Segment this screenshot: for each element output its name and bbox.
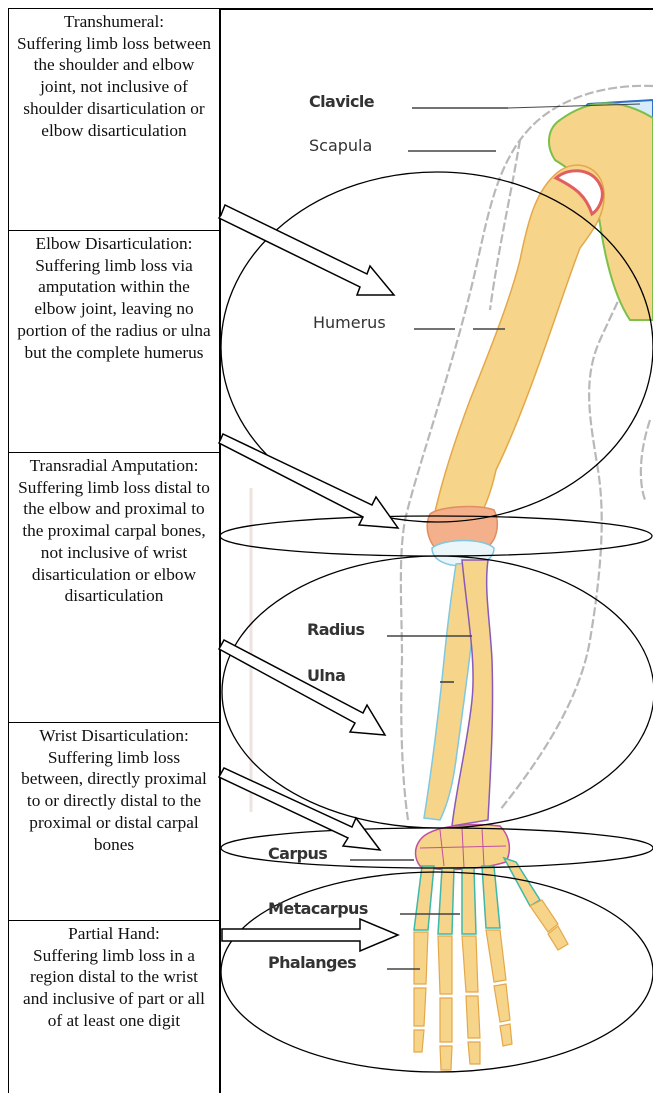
humerus-bone: [434, 165, 604, 516]
label-scapula: Scapula: [309, 136, 372, 155]
label-metacarpus: Metacarpus: [268, 899, 368, 918]
label-clavicle: Clavicle: [309, 92, 374, 111]
arrow-transradial: [219, 640, 385, 735]
label-ulna: Ulna: [307, 666, 345, 685]
arrow-wrist: [219, 768, 380, 850]
label-radius: Radius: [307, 620, 364, 639]
label-humerus: Humerus: [313, 313, 386, 332]
label-carpus: Carpus: [268, 844, 327, 863]
label-phalanges: Phalanges: [268, 953, 356, 972]
metacarpal-bones: [414, 858, 540, 934]
arrow-transhumeral: [219, 205, 394, 295]
arrow-elbow: [219, 434, 398, 528]
